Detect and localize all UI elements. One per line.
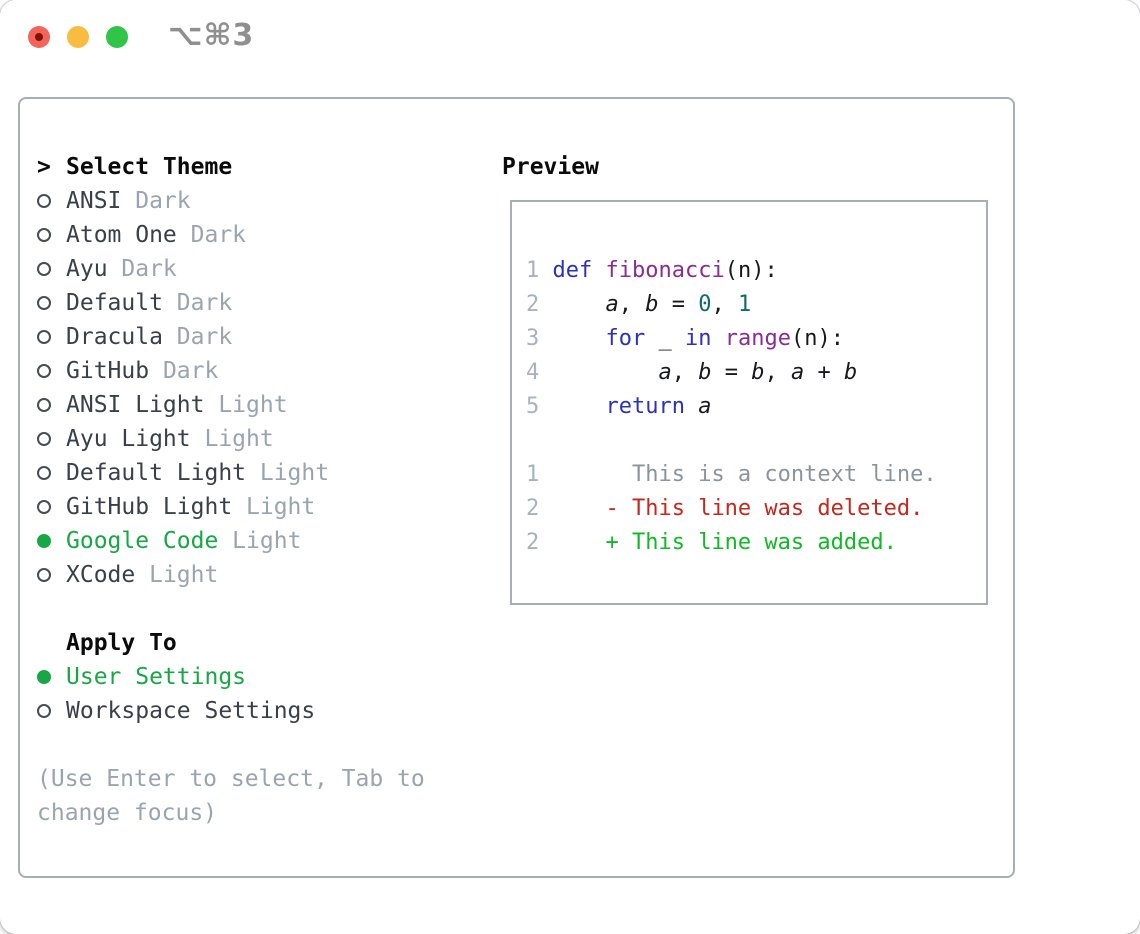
help-text-line-1: (Use Enter to select, Tab to — [37, 766, 425, 792]
preview-title: Preview — [502, 154, 599, 180]
theme-option-ansi[interactable]: ANSI Dark — [37, 184, 487, 218]
theme-option-google-code[interactable]: Google Code Light — [37, 524, 487, 558]
theme-option-default[interactable]: Default Dark — [37, 286, 487, 320]
spacer — [37, 592, 487, 626]
theme-option-xcode[interactable]: XCode Light — [37, 558, 487, 592]
theme-option-ayu[interactable]: Ayu Dark — [37, 252, 487, 286]
zoom-button-icon[interactable] — [106, 26, 128, 48]
close-button-icon[interactable] — [28, 26, 50, 48]
theme-variant-label: Light — [232, 494, 316, 520]
apply-to-header: Apply To — [37, 626, 487, 660]
radio-selected-icon — [37, 534, 51, 548]
preview-code-line: 2 + This line was added. — [526, 530, 897, 555]
theme-option-label: Default Light — [66, 460, 247, 486]
radio-icon — [37, 398, 51, 412]
radio-icon — [37, 228, 51, 242]
radio-icon — [37, 432, 51, 446]
radio-icon — [37, 568, 51, 582]
spacer — [37, 728, 487, 762]
radio-icon — [37, 364, 51, 378]
prompt-icon: > — [37, 154, 51, 180]
preview-code: 1 def fibonacci(n): 2 a, b = 0, 1 3 for _ … — [526, 254, 986, 560]
theme-option-github[interactable]: GitHub Dark — [37, 354, 487, 388]
help-text-line-2: change focus) — [37, 800, 218, 826]
preview-code-line — [526, 424, 986, 458]
theme-option-label: ANSI Light — [66, 392, 205, 418]
theme-variant-label: Light — [135, 562, 219, 588]
radio-icon — [37, 330, 51, 344]
theme-option-label: Dracula — [66, 324, 163, 350]
preview-code-line: 3 for _ in range(n): — [526, 326, 844, 351]
preview-code-line: 4 a, b = b, a + b — [526, 360, 858, 385]
theme-option-ayu-light[interactable]: Ayu Light Light — [37, 422, 487, 456]
theme-option-label: GitHub — [66, 358, 150, 384]
radio-icon — [37, 262, 51, 276]
theme-option-label: ANSI — [66, 188, 122, 214]
theme-option-github-light[interactable]: GitHub Light Light — [37, 490, 487, 524]
window-shortcut-label: ⌥⌘3 — [168, 18, 255, 53]
apply-option-label: Workspace Settings — [66, 698, 316, 724]
theme-option-dracula[interactable]: Dracula Dark — [37, 320, 487, 354]
apply-option-workspace-settings[interactable]: Workspace Settings — [37, 694, 487, 728]
theme-option-label: Ayu — [66, 256, 108, 282]
radio-icon — [37, 296, 51, 310]
theme-option-label: XCode — [66, 562, 136, 588]
minimize-button-icon[interactable] — [67, 26, 89, 48]
select-theme-header: > Select Theme — [37, 150, 487, 184]
preview-code-line: 2 a, b = 0, 1 — [526, 292, 752, 317]
theme-variant-label: Dark — [107, 256, 177, 282]
theme-option-label: Google Code — [66, 528, 219, 554]
radio-icon — [37, 500, 51, 514]
preview-code-line: 5 return a — [526, 394, 712, 419]
apply-option-user-settings[interactable]: User Settings — [37, 660, 487, 694]
theme-variant-label: Light — [218, 528, 302, 554]
apply-to-title: Apply To — [66, 630, 177, 656]
preview-code-line: 1 def fibonacci(n): — [526, 258, 778, 283]
theme-option-default-light[interactable]: Default Light Light — [37, 456, 487, 490]
theme-variant-label: Light — [204, 392, 288, 418]
theme-variant-label: Light — [190, 426, 274, 452]
theme-variant-label: Dark — [162, 324, 233, 350]
theme-option-label: Default — [66, 290, 163, 316]
theme-variant-label: Dark — [176, 222, 247, 248]
theme-option-label: GitHub Light — [66, 494, 233, 520]
theme-variant-label: Dark — [121, 188, 191, 214]
titlebar: ⌥⌘3 — [0, 0, 1140, 74]
theme-variant-label: Light — [246, 460, 330, 486]
theme-option-label: Atom One — [66, 222, 177, 248]
preview-code-line: 1 This is a context line. — [526, 462, 937, 487]
theme-option-label: Ayu Light — [66, 426, 191, 452]
preview-code-line: 2 - This line was deleted. — [526, 496, 924, 521]
radio-icon — [37, 704, 51, 718]
theme-option-ansi-light[interactable]: ANSI Light Light — [37, 388, 487, 422]
radio-icon — [37, 194, 51, 208]
radio-icon — [37, 466, 51, 480]
theme-option-atom-one[interactable]: Atom One Dark — [37, 218, 487, 252]
theme-variant-label: Dark — [149, 358, 219, 384]
apply-option-label: User Settings — [66, 664, 247, 690]
preview-box: 1 def fibonacci(n): 2 a, b = 0, 1 3 for _ … — [510, 200, 988, 605]
radio-selected-icon — [37, 670, 51, 684]
theme-variant-label: Dark — [162, 290, 233, 316]
select-theme-title: Select Theme — [66, 154, 233, 180]
